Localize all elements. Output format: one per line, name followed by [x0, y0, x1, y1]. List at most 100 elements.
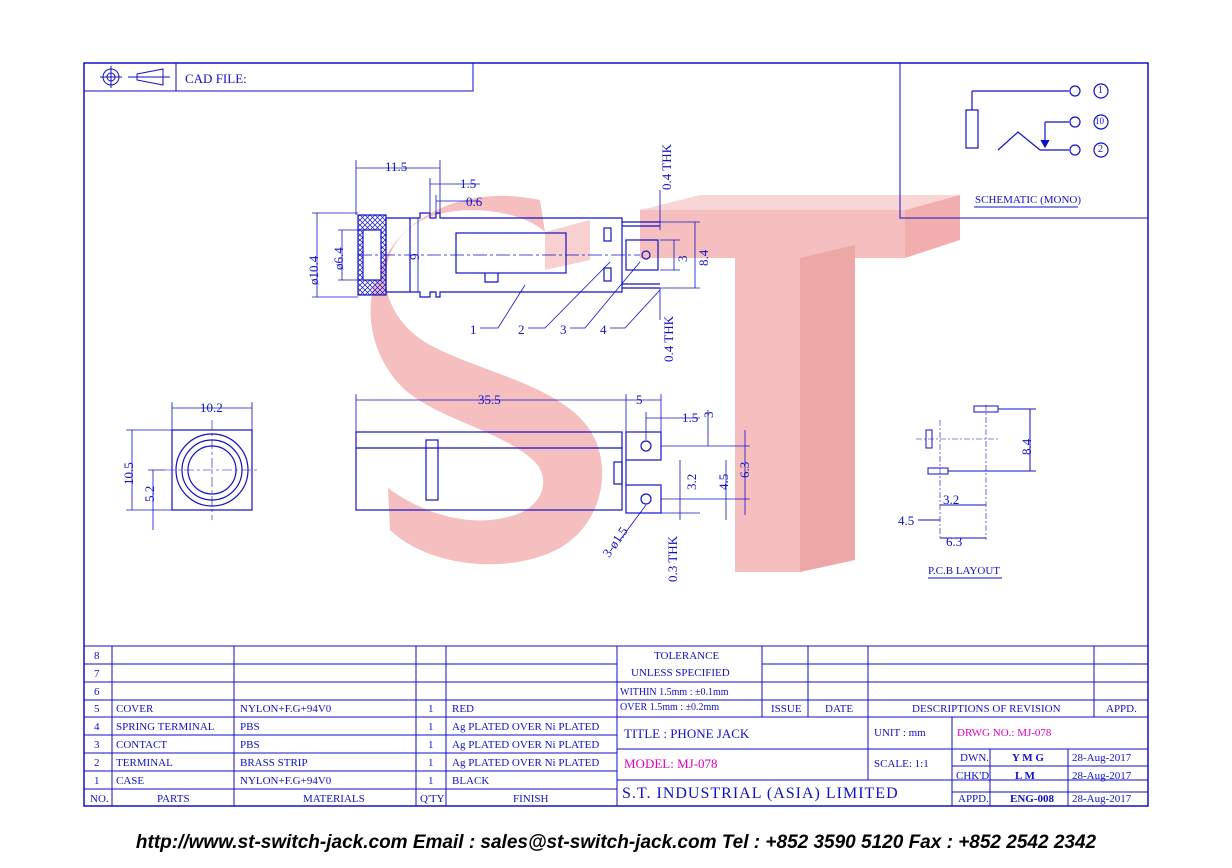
appd-value: ENG-008 [1010, 793, 1054, 805]
pcb-dim-8-4: 8.4 [1019, 438, 1034, 455]
bom-row-material: BRASS STRIP [240, 757, 308, 769]
dim-1-5-side: 1.5 [682, 410, 699, 425]
tolerance-over: OVER 1.5mm : ±0.2mm [620, 702, 720, 713]
callout-3: 3 [560, 322, 567, 337]
dim-3-2-side: 3.2 [684, 473, 699, 490]
bom-row-no: 6 [94, 686, 100, 698]
pcb-caption: P.C.B LAYOUT [928, 565, 1001, 577]
bom-row-qty: 1 [428, 721, 434, 733]
pin-1-label: 1 [1098, 85, 1103, 96]
revision-appd-header: APPD. [1106, 703, 1137, 715]
bom-header-no: NO. [90, 793, 109, 805]
dim-dia-6-4: ø6.4 [331, 247, 346, 270]
revision-date-header: DATE [825, 703, 854, 715]
callout-4: 4 [600, 322, 607, 337]
bom-row-finish: Ag PLATED OVER Ni PLATED [452, 721, 600, 733]
dim-10-2: 10.2 [200, 400, 223, 415]
bom-row-finish: Ag PLATED OVER Ni PLATED [452, 739, 600, 751]
bom-table-grid [84, 645, 1148, 806]
appd-date: 28-Aug-2017 [1072, 793, 1132, 805]
bom-row-part: SPRING TERMINAL [116, 721, 215, 733]
dim-9: 9 [407, 253, 422, 261]
pcb-dim-6-3: 6.3 [946, 534, 963, 549]
dwn-date: 28-Aug-2017 [1072, 752, 1132, 764]
contact-footer: http://www.st-switch-jack.com Email : sa… [135, 832, 1097, 853]
bom-row-part: CONTACT [116, 739, 168, 751]
bom-row-finish: Ag PLATED OVER Ni PLATED [452, 757, 600, 769]
dim-6-3-side: 6.3 [737, 461, 752, 478]
company-name: S.T. INDUSTRIAL (ASIA) LIMITED [622, 785, 899, 802]
model-text: MODEL: MJ-078 [624, 756, 718, 771]
bom-row-material: PBS [240, 739, 260, 751]
bom-row-no: 3 [94, 739, 100, 751]
dim-1-5-top: 1.5 [460, 176, 477, 191]
dim-35-5: 35.5 [478, 392, 501, 407]
bom-row-material: NYLON+F.G+94V0 [240, 703, 332, 715]
bom-header-finish: FINISH [513, 793, 549, 805]
front-view [165, 420, 260, 520]
dim-5-2: 5.2 [142, 485, 157, 502]
bom-header-qty: Q'TY [420, 793, 445, 805]
dim-11-5: 11.5 [385, 159, 408, 174]
dim-4-5-side: 4.5 [716, 473, 731, 490]
drawing-number: DRWG NO.: MJ-078 [957, 727, 1052, 739]
bom-row-material: NYLON+F.G+94V0 [240, 775, 332, 787]
schematic-caption: SCHEMATIC (MONO) [975, 194, 1082, 206]
sheet-border [83, 62, 1149, 807]
bom-row-no: 5 [94, 703, 100, 715]
bom-row-qty: 1 [428, 703, 434, 715]
chkd-value: L M [1015, 770, 1035, 782]
revision-desc-header: DESCRIPTIONS OF REVISION [912, 703, 1061, 715]
revision-issue-header: ISSUE [771, 703, 802, 715]
bom-row-qty: 1 [428, 757, 434, 769]
scale-text: SCALE: 1:1 [874, 758, 929, 770]
dim-3-top: 3 [675, 255, 690, 263]
dim-0-4-thk-top: 0.4 THK [659, 144, 674, 190]
top-view [357, 212, 660, 298]
unit-text: UNIT : mm [874, 727, 926, 739]
bom-header-parts: PARTS [157, 793, 190, 805]
pin-2-label: 2 [1098, 144, 1103, 155]
side-view-dims [355, 394, 750, 541]
dim-8-4-top: 8.4 [696, 249, 711, 266]
tolerance-within: WITHIN 1.5mm : ±0.1mm [620, 687, 729, 698]
chkd-date: 28-Aug-2017 [1072, 770, 1132, 782]
bom-row-finish: RED [452, 703, 474, 715]
bom-header-materials: MATERIALS [303, 793, 365, 805]
dim-0-6: 0.6 [466, 194, 483, 209]
bom-row-no: 4 [94, 721, 100, 733]
dim-3-side: 3 [701, 411, 716, 419]
dim-5: 5 [636, 392, 643, 407]
bom-row-qty: 1 [428, 775, 434, 787]
dim-0-4-thk-bottom: 0.4 THK [661, 316, 676, 362]
dwn-value: Y M G [1012, 752, 1044, 764]
pin-10-label: 10 [1095, 116, 1104, 126]
tolerance-subtitle: UNLESS SPECIFIED [631, 667, 730, 679]
dim-0-3-thk: 0.3 THK [665, 536, 680, 582]
front-view-dims [126, 402, 253, 530]
bom-row-no: 8 [94, 650, 100, 662]
bom-row-part: CASE [116, 775, 145, 787]
title-text: TITLE : PHONE JACK [624, 726, 750, 741]
dwn-label: DWN. [960, 752, 990, 764]
chkd-label: CHK'D [956, 770, 990, 782]
bom-row-no: 7 [94, 668, 100, 680]
dim-10-5: 10.5 [121, 462, 136, 485]
bom-row-finish: BLACK [452, 775, 490, 787]
projection-symbol-icon [100, 66, 170, 88]
st-watermark [370, 195, 960, 572]
tolerance-title: TOLERANCE [654, 650, 720, 662]
pcb-dim-4-5: 4.5 [898, 513, 915, 528]
bom-row-part: TERMINAL [116, 757, 173, 769]
callout-2: 2 [518, 322, 525, 337]
bom-row-part: COVER [116, 703, 154, 715]
bom-row-no: 1 [94, 775, 100, 787]
bom-row-no: 2 [94, 757, 100, 769]
bom-row-material: PBS [240, 721, 260, 733]
appd-label: APPD. [958, 793, 989, 805]
cad-file-label: CAD FILE: [185, 71, 247, 86]
pcb-layout [916, 405, 1036, 540]
top-view-dims [312, 160, 700, 329]
